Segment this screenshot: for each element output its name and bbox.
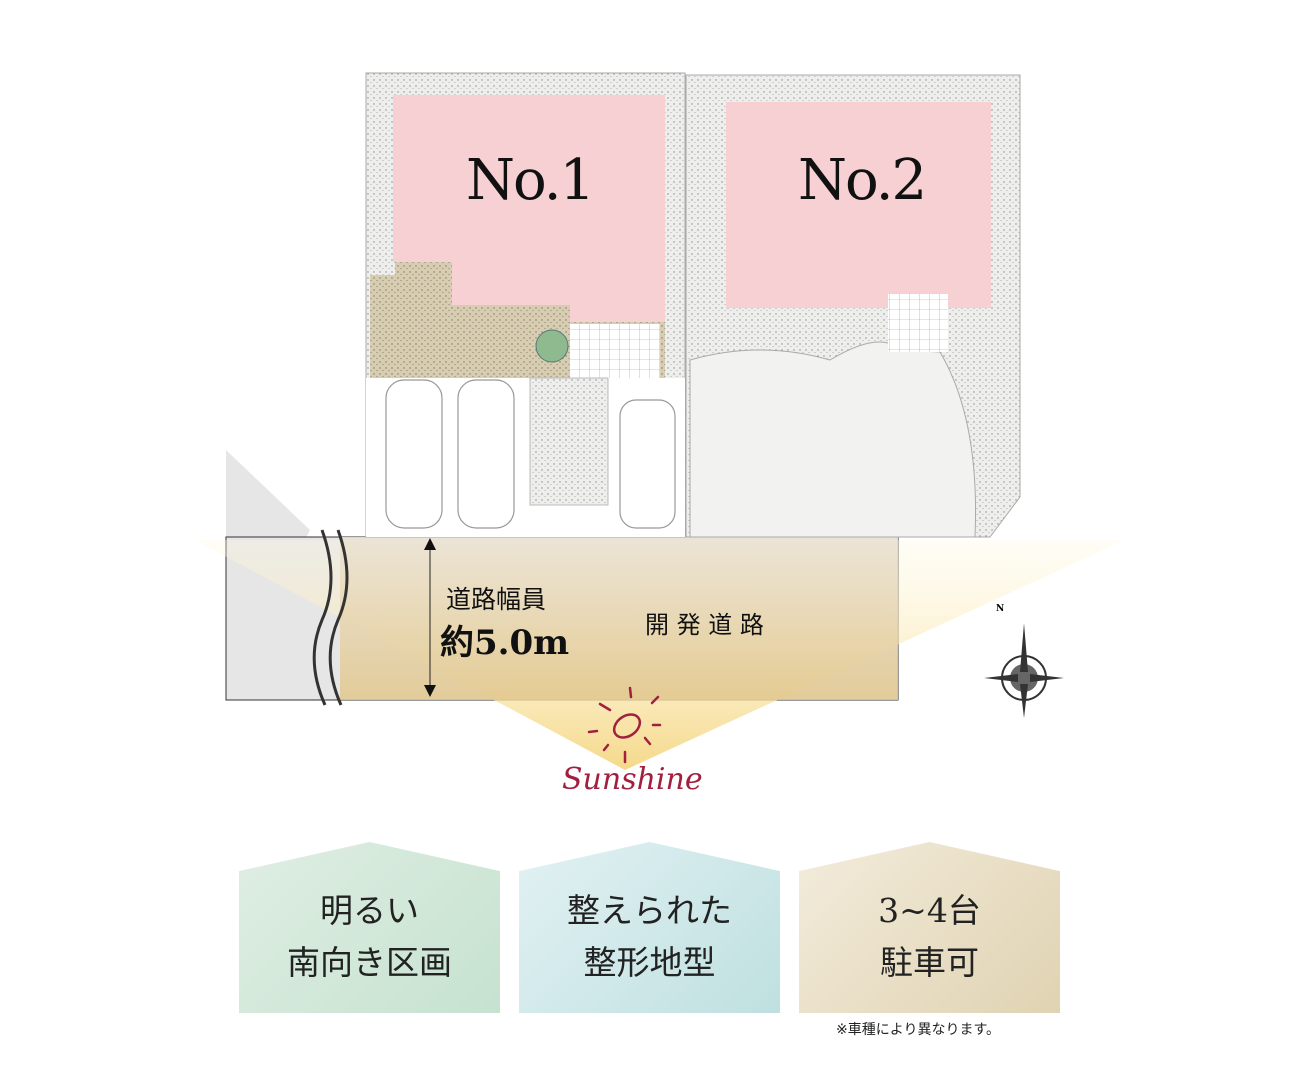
road-width-value: 約5.0m bbox=[440, 623, 570, 663]
road-name: 開 発 道 路 bbox=[645, 611, 764, 639]
tree bbox=[535, 329, 569, 363]
parking-note: ※車種により異なります。 bbox=[836, 1022, 1001, 1038]
sun-icon bbox=[587, 686, 662, 764]
feature-card-south: 明るい南向き区画 bbox=[239, 842, 500, 1013]
compass-north: N bbox=[996, 604, 1005, 614]
sunshine-label: Sunshine bbox=[562, 762, 703, 797]
road-width-label: 道路幅員 bbox=[446, 585, 547, 614]
feature-card-parking: 3~4台駐車可 bbox=[799, 842, 1060, 1013]
plot-1-label: No.1 bbox=[466, 148, 595, 213]
house-2 bbox=[726, 102, 991, 308]
house-1 bbox=[393, 95, 665, 322]
feature-card-shape: 整えられた整形地型 bbox=[519, 842, 780, 1013]
compass-icon bbox=[984, 623, 1064, 718]
plot-2-label: No.2 bbox=[798, 148, 927, 213]
